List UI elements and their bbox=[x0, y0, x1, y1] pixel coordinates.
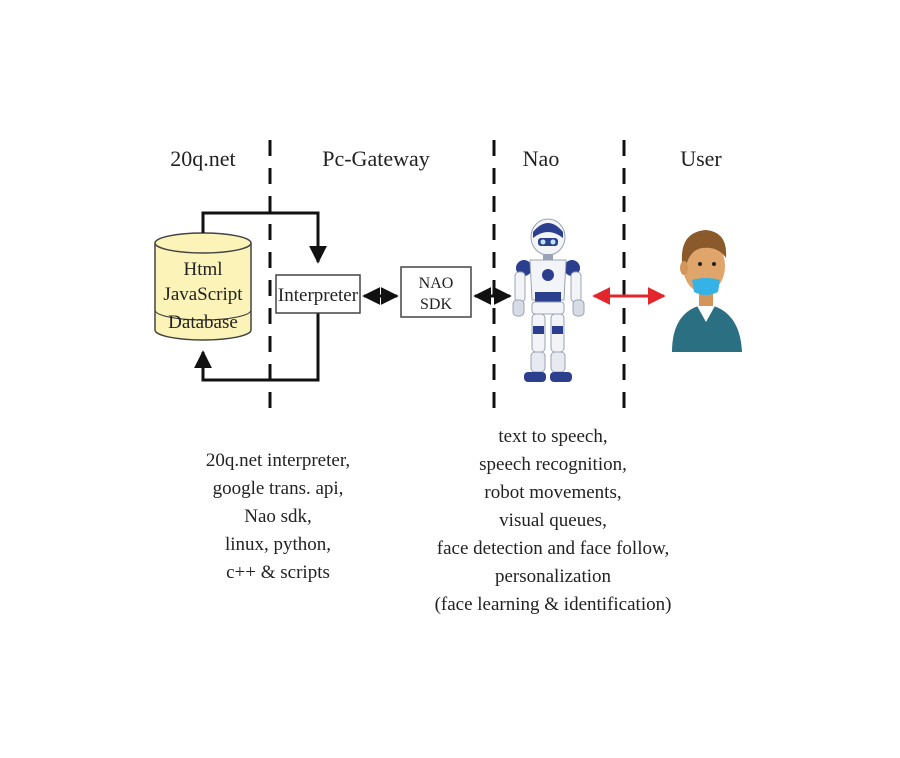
gateway-note-4: linux, python, bbox=[225, 534, 331, 555]
interpreter-to-db-arrow bbox=[194, 313, 320, 382]
nao-robot-icon bbox=[512, 218, 585, 382]
gateway-note-1: 20q.net interpreter, bbox=[206, 450, 350, 471]
nao-note-5: face detection and face follow, bbox=[437, 538, 669, 559]
gateway-notes: 20q.net interpreter, google trans. api, … bbox=[206, 450, 350, 583]
gateway-note-3: Nao sdk, bbox=[244, 506, 312, 527]
nao-note-4: visual queues, bbox=[499, 510, 607, 531]
nao-notes: text to speech, speech recognition, robo… bbox=[435, 426, 672, 615]
database-label-html: Html bbox=[183, 259, 222, 280]
gateway-note-5: c++ & scripts bbox=[226, 562, 330, 583]
column-heading-nao: Nao bbox=[523, 146, 560, 171]
sdk-label-sdk: SDK bbox=[420, 296, 452, 313]
sdk-label-nao: NAO bbox=[419, 275, 454, 292]
nao-note-3: robot movements, bbox=[484, 482, 621, 503]
database-cylinder: Html JavaScript Database bbox=[154, 232, 252, 341]
gateway-note-2: google trans. api, bbox=[213, 478, 344, 499]
column-heading-20q: 20q.net bbox=[170, 146, 235, 171]
db-to-interpreter-arrow bbox=[201, 211, 327, 264]
nao-note-7: (face learning & identification) bbox=[435, 594, 672, 615]
column-heading-gateway: Pc-Gateway bbox=[322, 146, 430, 171]
nao-note-1: text to speech, bbox=[498, 426, 607, 447]
nao-note-2: speech recognition, bbox=[479, 454, 627, 475]
nao-sdk-box bbox=[400, 266, 472, 318]
database-label-javascript: JavaScript bbox=[163, 284, 243, 305]
user-avatar-icon bbox=[672, 230, 742, 352]
interpreter-label: Interpreter bbox=[278, 285, 359, 306]
nao-note-6: personalization bbox=[495, 566, 612, 587]
database-label-database: Database bbox=[168, 312, 238, 333]
interpreter-box bbox=[275, 274, 361, 314]
column-heading-user: User bbox=[680, 146, 722, 171]
